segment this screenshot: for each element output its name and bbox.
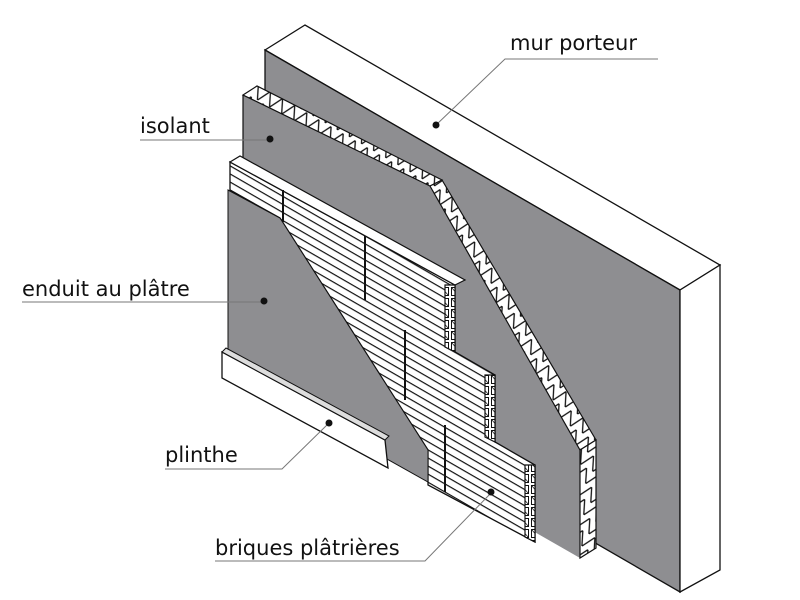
leader-dot	[260, 297, 268, 305]
brick-top-edge	[228, 155, 467, 286]
leader-dot	[325, 419, 333, 427]
leader-dot	[432, 121, 440, 129]
leader-dot	[487, 488, 495, 496]
leader-dot	[266, 135, 274, 143]
insulation-vertical-edge	[579, 438, 597, 560]
leader-line	[165, 422, 330, 470]
brick-end-face-1	[444, 284, 456, 353]
label-text: enduit au plâtre	[22, 277, 190, 301]
label-plaster-coating: enduit au plâtre	[22, 277, 268, 305]
label-text: mur porteur	[510, 31, 637, 55]
label-load-bearing-wall: mur porteur	[432, 31, 658, 129]
skirting-board	[221, 347, 390, 470]
label-insulation: isolant	[140, 114, 274, 143]
leader-line	[435, 58, 658, 126]
label-skirting: plinthe	[165, 419, 333, 470]
leader-line	[215, 492, 492, 562]
label-text: isolant	[140, 114, 210, 138]
plaster-coating	[227, 189, 429, 483]
brick-end-face-3	[524, 464, 536, 543]
label-text: briques plâtrières	[215, 536, 400, 560]
skirting-top	[221, 347, 390, 441]
label-plaster-bricks: briques plâtrières	[215, 488, 495, 562]
brick-end-face-2	[484, 374, 496, 443]
label-text: plinthe	[165, 443, 238, 467]
wall-side-face	[679, 263, 721, 594]
plaster-bricks	[228, 155, 536, 544]
plaster-front-face	[227, 189, 429, 483]
